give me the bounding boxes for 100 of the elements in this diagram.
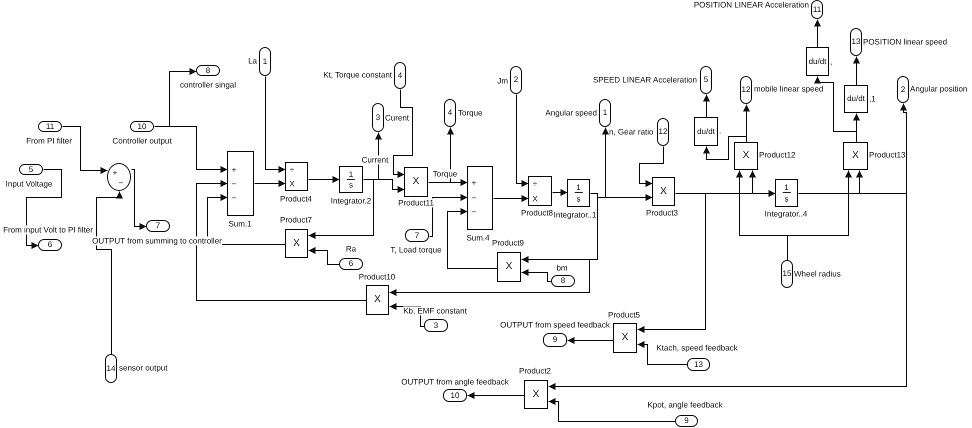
integrator-block — [339, 166, 363, 193]
product-block: X — [524, 380, 548, 409]
port-sign: X — [289, 179, 295, 189]
signal-arrow — [637, 193, 706, 333]
port-tag: 8 — [551, 275, 575, 287]
block-label: Kb, EMF constant — [403, 306, 467, 316]
sum-block — [467, 166, 493, 230]
block-label: La — [248, 56, 257, 66]
signal-arrow — [639, 146, 664, 187]
block-label: mobile linear speed — [754, 84, 824, 94]
denominator-label: s — [784, 194, 788, 204]
sum-block — [227, 151, 254, 216]
port-tag: 4 — [444, 99, 456, 127]
block-label: bm — [556, 263, 568, 273]
port-tag: 2 — [897, 76, 909, 103]
block-label: Product10 — [358, 272, 396, 282]
signal-arrow — [308, 247, 340, 265]
port-tag: 8 — [196, 65, 220, 76]
signal-arrow — [703, 136, 747, 160]
numerator-label: 1 — [574, 182, 583, 194]
port-sign: − — [118, 178, 124, 188]
signal-arrow — [447, 208, 498, 269]
block-label: Product3 — [646, 208, 678, 218]
signal-arrow — [393, 89, 413, 178]
block-label: From input Volt to PI filter — [3, 225, 93, 235]
block-label: POSITION LINEAR Acceleration — [694, 0, 809, 10]
derivative-block: du/dt — [844, 85, 868, 113]
signal-arrow — [516, 94, 529, 187]
port-tag: 1 — [259, 47, 271, 76]
block-label: Input Voltage — [6, 179, 52, 189]
signal-arrow — [814, 19, 821, 48]
product-block: X — [613, 323, 637, 353]
numerator-label: 1 — [346, 170, 356, 180]
block-label: Integrator.2 — [330, 196, 372, 206]
block-label: Product7 — [280, 215, 312, 225]
signal-arrow — [131, 169, 147, 230]
port-tag: 13 — [850, 28, 862, 56]
port-tag: 6 — [339, 258, 363, 270]
block-label: Ktach, speed feedback — [656, 343, 738, 353]
signal-label: Torque — [432, 169, 458, 179]
signal-arrow — [154, 126, 228, 173]
block-label: Product4 — [280, 194, 312, 204]
integrator-block — [567, 179, 590, 207]
signal-arrow — [637, 341, 688, 365]
signal-arrow — [308, 179, 374, 239]
port-tag: 5 — [700, 66, 712, 94]
signal-arrow — [254, 180, 286, 187]
port-sign: ÷ — [532, 179, 538, 189]
port-sign: + — [472, 178, 476, 188]
port-tag: 5 — [19, 164, 43, 175]
block-label: Wheel radius — [794, 269, 841, 279]
product-block: X — [843, 142, 868, 170]
block-label: OUTPUT from speed feedback — [500, 320, 610, 330]
port-tag: 14 — [105, 354, 117, 383]
block-label: Product11 — [398, 198, 434, 208]
signal-arrow — [467, 392, 525, 399]
product-block — [285, 162, 308, 191]
port-sign: − — [472, 193, 476, 203]
block-label: Integrator..4 — [764, 209, 808, 219]
signal-arrow — [428, 179, 468, 186]
signal-label: Current — [362, 155, 388, 165]
block-label: Product13 — [869, 150, 906, 160]
port-sign: − — [472, 207, 476, 217]
port-tag: 12 — [657, 118, 669, 146]
port-tag: 2 — [510, 66, 522, 94]
signal-arrow — [429, 194, 468, 237]
block-label: From PI filter — [26, 136, 72, 146]
product-block — [528, 176, 552, 206]
product-block: X — [734, 142, 758, 170]
signal-arrow — [308, 176, 340, 183]
port-tag: 10 — [130, 121, 154, 132]
port-tag: 7 — [405, 229, 429, 242]
port-tag: 9 — [675, 415, 698, 427]
signal-arrow — [548, 398, 676, 422]
port-tag: 3 — [372, 103, 384, 132]
port-sign: X — [532, 194, 538, 204]
block-label: sensor output — [119, 363, 168, 373]
block-label: Angular position — [910, 84, 968, 94]
block-label: Product5 — [608, 310, 640, 320]
block-label: Controller output — [112, 136, 172, 146]
block-label: Integrator..1 — [554, 210, 596, 220]
signal-arrow — [521, 269, 552, 282]
signal-arrow — [552, 189, 568, 196]
block-label: Kpot, angle feedback — [647, 400, 723, 410]
port-tag: 15 — [781, 260, 793, 288]
block-label: controller singal — [180, 80, 236, 90]
signal-arrow — [196, 180, 367, 301]
port-tag: 12 — [740, 76, 752, 104]
block-label: OUTPUT from angle feedback — [401, 377, 509, 387]
block-label: Product12 — [759, 150, 796, 160]
product-block: X — [404, 167, 428, 197]
sum-circle — [107, 163, 131, 191]
product-block: X — [285, 229, 308, 258]
port-tag: 10 — [443, 389, 467, 402]
block-label: ,1 — [869, 94, 876, 104]
product-block: X — [497, 252, 521, 282]
signal-arrow — [703, 94, 710, 118]
signal-arrow — [814, 76, 857, 143]
port-tag: 9 — [543, 333, 567, 347]
port-sign: − — [232, 179, 236, 189]
